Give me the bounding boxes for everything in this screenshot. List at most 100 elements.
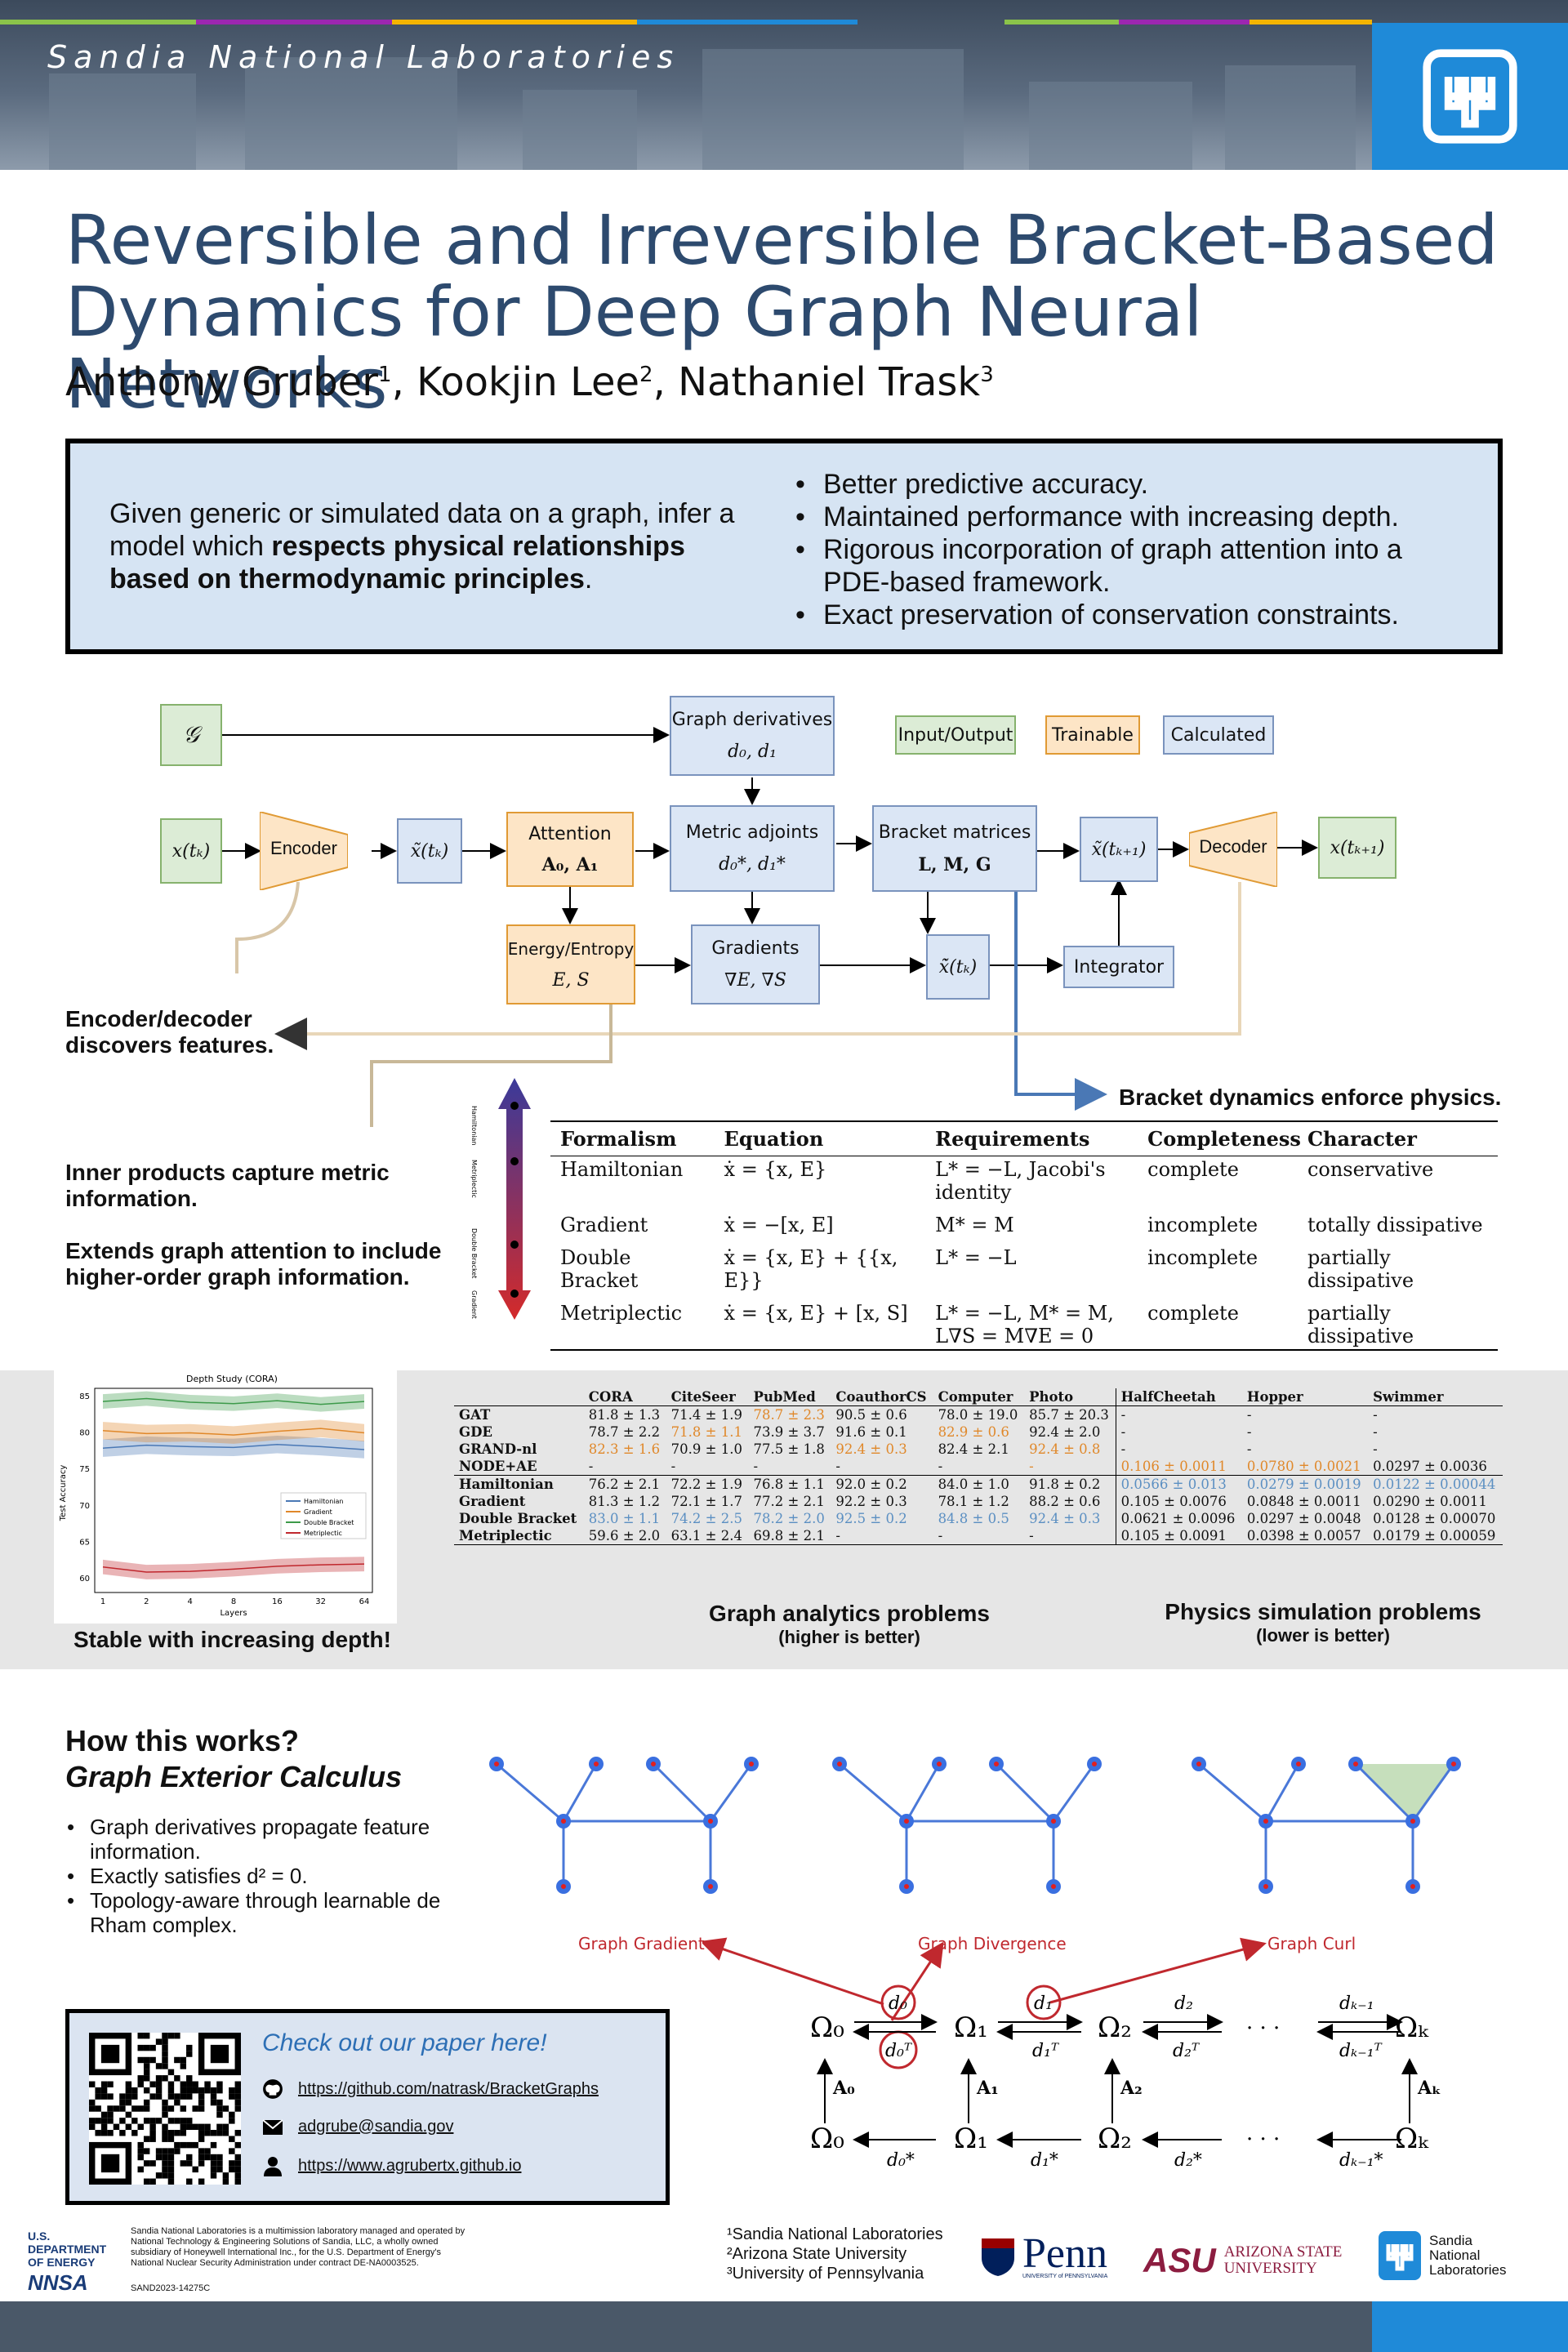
x-tick-label: 4: [187, 1597, 192, 1606]
sand-number: SAND2023-14275C: [131, 2283, 211, 2293]
Ak: Aₖ: [1417, 2078, 1441, 2099]
omega-k: Ωₖ: [1395, 2011, 1429, 2044]
site-link[interactable]: https://www.agrubertx.github.io: [298, 2156, 522, 2175]
results-cell: 92.0 ± 0.2: [835, 1477, 907, 1492]
metric-adjoints-label: Metric adjoints: [685, 822, 819, 843]
formalism-cell: Hamiltonian: [560, 1158, 684, 1181]
formalism-header: Completeness: [1147, 1127, 1301, 1151]
d2-transpose: d₂ᵀ: [1173, 2041, 1200, 2061]
results-cell: 0.105 ± 0.0091: [1115, 1527, 1242, 1545]
output-state-box: x(tₖ₊₁): [1318, 817, 1396, 879]
summary-post: .: [584, 564, 593, 595]
omega-0-bottom: Ω₀: [810, 2123, 844, 2155]
graph-node-dot: [1196, 1762, 1201, 1766]
nnsa-logo: NNSA: [28, 2270, 88, 2295]
formalism-cell: Double Bracket: [560, 1246, 639, 1292]
gradients-box: Gradients∇E, ∇S: [691, 924, 820, 1004]
results-header: Computer: [938, 1389, 1013, 1405]
results-cell: 0.0179 ± 0.00059: [1373, 1528, 1496, 1544]
graph-node-dot: [708, 1819, 713, 1824]
y-tick-label: 60: [79, 1575, 90, 1584]
results-cell: -: [1029, 1459, 1034, 1474]
decoder-trapezoid: [1189, 812, 1277, 887]
graph-edge: [839, 1762, 907, 1823]
series-band: [103, 1419, 364, 1444]
graph-node-dot: [1092, 1762, 1097, 1766]
how-title: How this works? Graph Exterior Calculus: [65, 1723, 402, 1795]
results-cell: -: [1373, 1424, 1378, 1440]
results-cell: 82.3 ± 1.6: [588, 1441, 661, 1457]
results-cell: 82.9 ± 0.6: [938, 1424, 1009, 1440]
legend-entry: Metriplectic: [304, 1530, 342, 1537]
formalism-cell: L* = −L: [935, 1246, 1017, 1269]
sandia-logo[interactable]: [1372, 23, 1568, 170]
how-title-line-2: Graph Exterior Calculus: [65, 1760, 403, 1793]
legend-trainable: Trainable: [1045, 715, 1140, 755]
time-derivative-math: ẋ̃(tₖ): [938, 956, 978, 978]
results-cell: 0.0297 ± 0.0036: [1373, 1459, 1487, 1474]
input-state-box: x(tₖ): [160, 818, 222, 884]
graph-node-dot: [1410, 1819, 1415, 1824]
how-bullet: Topology-aware through learnable de Rham…: [65, 1888, 474, 1937]
graph-caption-title: Graph analytics problems: [709, 1601, 990, 1626]
callout-encoder-decoder: Encoder/decoder discovers features.: [65, 1006, 274, 1058]
x-axis-label: Layers: [220, 1609, 247, 1618]
results-method: Hamiltonian: [459, 1477, 554, 1492]
results-cell: 78.1 ± 1.2: [938, 1494, 1009, 1509]
author-affiliation: 1: [378, 363, 392, 387]
graph-edge: [652, 1762, 712, 1823]
metric-adjoints-math: d₀*, d₁*: [719, 854, 786, 875]
formalism-cell: ẋ = −[x, E]: [724, 1214, 834, 1236]
curl-face: [1356, 1764, 1454, 1821]
results-cell: -: [1115, 1423, 1242, 1441]
legend-entry: Gradient: [304, 1508, 332, 1516]
omega-2-bottom: Ω₂: [1098, 2123, 1132, 2155]
plot-frame: [94, 1388, 373, 1593]
summary-bullet: Exact preservation of conservation const…: [789, 599, 1473, 631]
results-cell: 0.0848 ± 0.0011: [1246, 1494, 1361, 1509]
graph-caption-sub: (higher is better): [778, 1627, 920, 1647]
email-link[interactable]: adgrube@sandia.gov: [298, 2118, 454, 2136]
results-cell: 69.8 ± 2.1: [753, 1528, 825, 1544]
formalism-cell: M* = M: [935, 1214, 1014, 1236]
disclaimer-text: Sandia National Laboratories is a multim…: [131, 2226, 466, 2268]
graph-node-dot: [937, 1762, 942, 1766]
results-header: PubMed: [753, 1389, 816, 1405]
formalism-table: Formalism Equation Requirements Complete…: [550, 1120, 1498, 1351]
graph-node-dot: [494, 1762, 499, 1766]
results-cell: 0.0566 ± 0.013: [1115, 1475, 1242, 1493]
chart-title: Depth Study (CORA): [186, 1374, 278, 1384]
author-name: Kookjin Lee: [416, 359, 640, 405]
results-cell: -: [1373, 1441, 1378, 1457]
how-bullet: Graph derivatives propagate feature info…: [65, 1815, 474, 1864]
author-affiliation: 2: [639, 363, 653, 387]
github-link[interactable]: https://github.com/natrask/BracketGraphs: [298, 2079, 599, 2098]
y-tick-label: 85: [79, 1392, 90, 1401]
ellipsis: · · ·: [1246, 2016, 1280, 2041]
graph-input-box: 𝒢: [160, 704, 222, 766]
author-list: Anthony Gruber1, Kookjin Lee2, Nathaniel…: [65, 359, 994, 405]
results-header: Hopper: [1246, 1389, 1303, 1405]
d1-star: d₁*: [1031, 2150, 1058, 2171]
results-cell: 83.0 ± 1.1: [588, 1511, 661, 1526]
graph-curl-label: Graph Curl: [1267, 1934, 1356, 1953]
qr-code-icon[interactable]: [89, 2033, 241, 2185]
results-cell: -: [938, 1528, 943, 1544]
next-latent-math: x̃(tₖ₊₁): [1091, 839, 1147, 860]
results-cell: 84.8 ± 0.5: [938, 1511, 1009, 1526]
results-method: Double Bracket: [459, 1511, 577, 1526]
gradients-math: ∇E, ∇S: [724, 970, 786, 991]
results-cell: -: [588, 1459, 594, 1474]
encoder-label: Encoder: [270, 838, 337, 858]
graph-edge: [562, 1763, 598, 1822]
results-cell: -: [835, 1528, 840, 1544]
graph-node-dot: [994, 1762, 999, 1766]
results-cell: 92.4 ± 2.0: [1029, 1424, 1101, 1440]
